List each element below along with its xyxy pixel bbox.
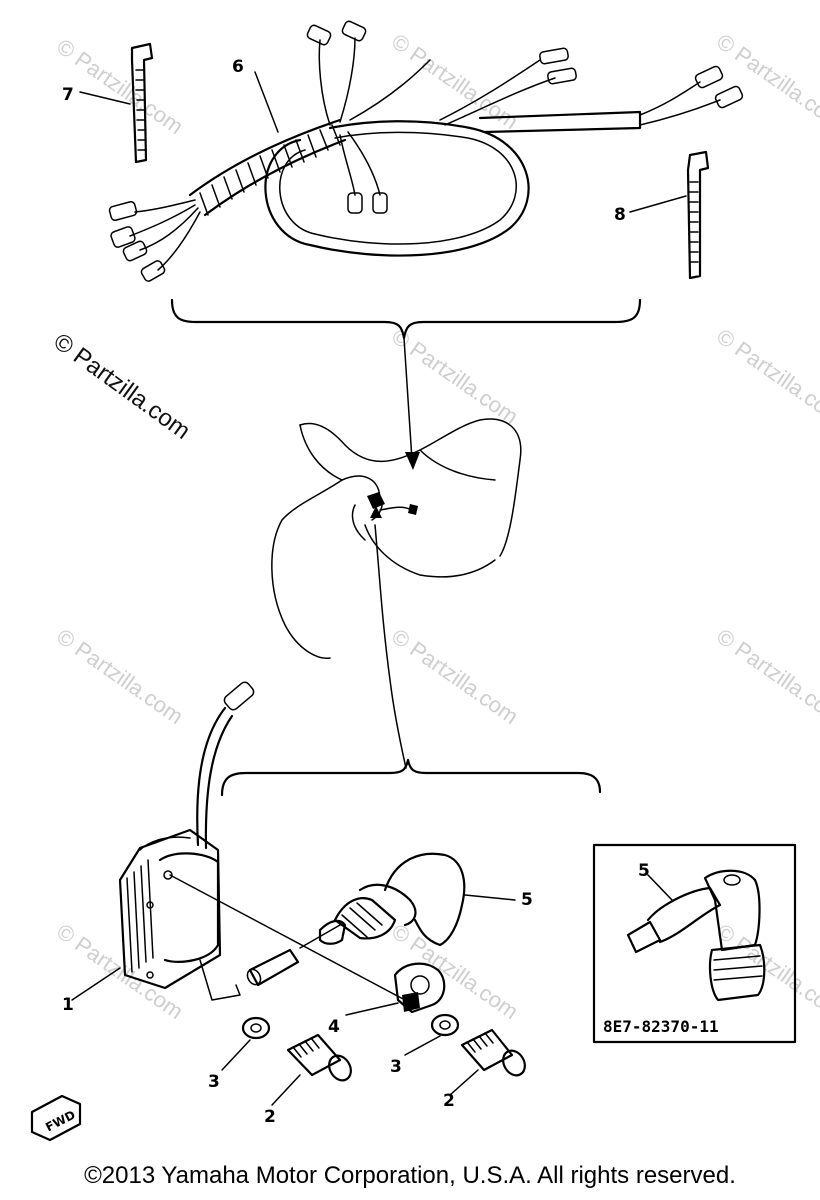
bolt-left <box>286 1033 352 1082</box>
callout-5-inset: 5 <box>638 861 650 881</box>
arrow-line-bottom <box>374 524 407 769</box>
wire-harness <box>108 20 744 282</box>
callout-1: 1 <box>62 995 74 1015</box>
callout-2-right: 2 <box>443 1091 455 1111</box>
arrow-line-top <box>403 337 413 461</box>
leader-3-left <box>221 1039 251 1071</box>
watermark: © Partzilla.com <box>387 324 523 430</box>
faint-watermarks: © Partzilla.com © Partzilla.com © Partzi… <box>52 29 820 1025</box>
side-watermark: © Partzilla.com <box>48 328 195 445</box>
motorcycle-outline <box>271 418 522 659</box>
ignition-coil <box>118 681 255 1001</box>
leader-7 <box>79 91 131 105</box>
cable-tie-7 <box>130 42 154 164</box>
callout-2-left: 2 <box>264 1107 276 1127</box>
callout-3-right: 3 <box>390 1057 402 1077</box>
callout-4: 4 <box>328 1017 340 1037</box>
clamp <box>393 962 446 1014</box>
copyright-notice: ©2013 Yamaha Motor Corporation, U.S.A. A… <box>84 1162 736 1189</box>
forward-arrow-icon: FWD <box>30 1094 82 1142</box>
watermark: © Partzilla.com <box>712 29 820 135</box>
leader-5 <box>464 894 516 901</box>
leader-6 <box>254 71 279 133</box>
callout-5: 5 <box>521 890 533 910</box>
leader-4 <box>345 1002 399 1016</box>
harness-coil <box>188 118 347 217</box>
arrow-head <box>405 452 420 470</box>
leader-1 <box>71 967 121 1001</box>
watermark: © Partzilla.com <box>52 624 188 730</box>
leader-2-right <box>449 1069 479 1096</box>
leader-8 <box>629 195 687 213</box>
watermark: © Partzilla.com <box>712 324 820 430</box>
cable-tie-8 <box>686 150 710 280</box>
bolt-right <box>460 1028 526 1077</box>
forward-label: FWD <box>43 1108 77 1135</box>
watermark: © Partzilla.com <box>712 919 820 1025</box>
connector <box>108 201 166 282</box>
inset-box <box>592 843 797 1044</box>
washer-right <box>430 1013 460 1037</box>
inset-part-number: 8E7-82370-11 <box>603 1017 719 1036</box>
bottom-group-bracket <box>220 758 602 797</box>
callout-6: 6 <box>232 57 244 77</box>
top-group-bracket <box>170 298 642 340</box>
watermark: © Partzilla.com <box>387 624 523 730</box>
callout-7: 7 <box>62 85 74 105</box>
spark-plug-cap <box>318 852 466 947</box>
rubber-sleeve <box>246 948 300 987</box>
watermark: © Partzilla.com <box>712 624 820 730</box>
leader-3-right <box>404 1035 441 1056</box>
callout-8: 8 <box>614 205 626 225</box>
leader-2-left <box>271 1074 301 1106</box>
reference-line <box>169 874 406 1001</box>
washer-left <box>241 1016 271 1040</box>
callout-3-left: 3 <box>208 1072 220 1092</box>
leader-5-inset <box>647 874 673 901</box>
